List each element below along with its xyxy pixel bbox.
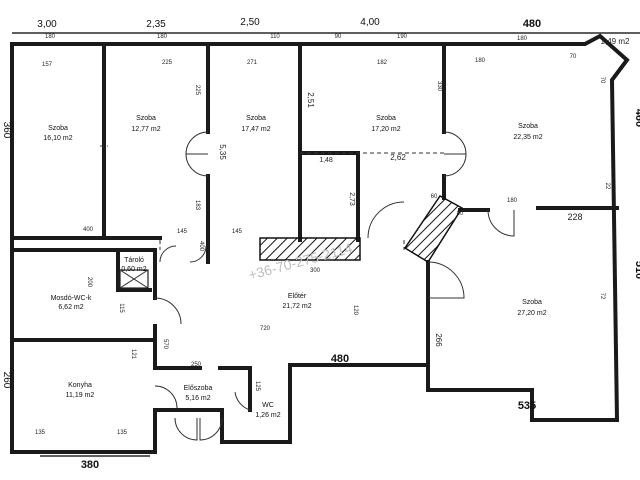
dim-label: 22	[604, 183, 610, 190]
door-swing	[443, 131, 467, 155]
room-area: 21,72 m2	[282, 303, 311, 310]
door-swing	[443, 153, 467, 177]
room-area: 16,10 m2	[43, 135, 72, 142]
dim-right-mid: 510	[633, 261, 640, 279]
dim-small: 180	[157, 34, 168, 40]
dim-label: 135	[117, 430, 128, 436]
room-area: 5,16 m2	[185, 395, 210, 402]
dim-label: 400	[83, 227, 94, 233]
room-area: 12,77 m2	[131, 126, 160, 133]
dim-top-4: 4,00	[360, 17, 380, 28]
dim-label: 115	[118, 303, 124, 313]
dim-label: 225	[194, 85, 200, 96]
dim-center-bottom: 480	[331, 353, 349, 365]
dim-label: 720	[260, 326, 271, 332]
dim-top-3: 2,50	[240, 17, 260, 28]
door-swing	[154, 385, 178, 409]
door-swing	[199, 417, 223, 441]
dim-label: 60	[431, 194, 438, 200]
dim-top-6: 1,49 m2	[601, 37, 630, 46]
dim-small: 190	[397, 34, 408, 40]
room-area: 11,19 m2	[66, 392, 95, 399]
room-area: 0,60 m2	[121, 266, 146, 273]
door-swing	[234, 391, 251, 411]
dim-small: 225	[162, 60, 173, 66]
dim-label: 400	[198, 241, 204, 252]
dim-label: 121	[130, 349, 136, 360]
dim-label: 180	[507, 198, 518, 204]
dim-left-bottom-side: 260	[1, 372, 12, 389]
door-swing	[487, 209, 515, 237]
storage-box	[119, 269, 149, 289]
room-name: Szoba	[246, 115, 266, 122]
dim-right-inner: 266	[434, 333, 443, 347]
room-name: Előszoba	[184, 385, 213, 392]
room-area: 6,62 m2	[58, 304, 83, 311]
room-area: 17,47 m2	[241, 126, 270, 133]
room-name: Szoba	[48, 125, 68, 132]
staircase	[403, 195, 464, 264]
room-name: Szoba	[376, 115, 396, 122]
room-area: 27,20 m2	[517, 310, 546, 317]
room-area: 17,20 m2	[371, 126, 400, 133]
dim-top-2: 2,35	[146, 19, 166, 30]
dim-small: 70	[570, 54, 577, 60]
door-swing	[427, 261, 465, 299]
room-name: Tároló	[124, 257, 144, 264]
dim-small: 180	[517, 36, 528, 42]
room-name: WC	[262, 402, 274, 409]
dim-label: 200	[86, 277, 92, 288]
dim-label: 120	[352, 305, 358, 316]
room-name: Konyha	[68, 382, 92, 389]
door-swing	[174, 417, 198, 441]
dim-small: 110	[270, 34, 280, 40]
door-swing	[185, 131, 209, 155]
dim-top-1: 3,00	[37, 19, 57, 30]
storage-cross	[119, 269, 149, 289]
door-swing	[189, 245, 207, 263]
dim-small: 182	[377, 60, 388, 66]
door-swing	[159, 245, 177, 263]
dim-label: 300	[310, 268, 321, 274]
dim-small: 90	[335, 34, 342, 40]
room-name: Szoba	[522, 299, 542, 306]
dim-top-5: 480	[523, 18, 541, 30]
dim-small: 271	[247, 60, 258, 66]
dim-label: 2,73	[348, 192, 355, 206]
dim-label: 2,51	[306, 92, 315, 108]
dim-label: 145	[232, 229, 243, 235]
room-area: 1,26 m2	[255, 412, 280, 419]
dim-small: 157	[42, 62, 53, 68]
dim-label: 70	[599, 77, 605, 84]
dim-label: 135	[35, 430, 46, 436]
dim-left-bottom: 380	[81, 459, 99, 471]
room-name: Mosdó-WC-k	[51, 295, 92, 302]
dim-label: 2,62	[390, 153, 406, 162]
dim-label: 228	[567, 212, 582, 222]
dim-right-top: 460	[633, 109, 640, 127]
dim-small: 180	[475, 58, 486, 64]
dim-label: 570	[162, 339, 168, 350]
room-name: Előtér	[288, 293, 307, 300]
chimney-block	[259, 237, 361, 261]
room-name: Szoba	[518, 123, 538, 130]
dim-label: 125	[254, 381, 260, 392]
dim-label: 5,35	[218, 144, 227, 160]
room-name: Szoba	[136, 115, 156, 122]
dim-left-top: 360	[1, 122, 12, 139]
dim-label: 330	[436, 81, 442, 92]
dim-label: 1,48	[319, 157, 333, 164]
dim-right-bottom: 535	[518, 400, 536, 412]
dim-label: 183	[194, 200, 200, 211]
door-swing	[367, 201, 405, 239]
dim-label: 80	[457, 211, 464, 217]
dim-label: 72	[599, 293, 605, 300]
room-area: 22,35 m2	[513, 134, 542, 141]
dim-label: 250	[191, 362, 202, 368]
door-swing	[154, 297, 182, 325]
door-swing	[185, 153, 209, 177]
dim-label: 145	[177, 229, 188, 235]
dim-small: 180	[45, 34, 56, 40]
